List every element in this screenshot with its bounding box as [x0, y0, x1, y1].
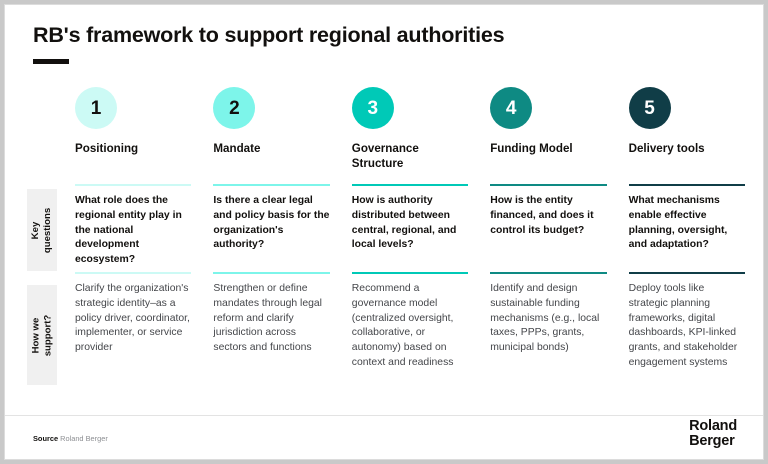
column-title: Mandate	[213, 142, 261, 155]
column-rule	[490, 184, 607, 186]
column-rule	[351, 184, 469, 186]
column-rule	[213, 184, 330, 186]
column-rule	[628, 272, 745, 274]
step-number-badge: 4	[490, 87, 533, 129]
key-question-cell: How is the entity financed, and does it …	[490, 184, 607, 262]
how-we-support-cell: Strengthen or define mandates through le…	[213, 272, 330, 356]
step-number-badge: 2	[213, 87, 256, 129]
slide-canvas: RB's framework to support regional autho…	[4, 4, 764, 460]
how-we-support-cell: Identify and design sustainable funding …	[490, 272, 607, 356]
key-question-text: What mechanisms enable effective plannin…	[628, 195, 728, 251]
row-label-how-we-support-line1: How we	[30, 317, 42, 353]
roland-berger-logo: Roland Berger	[689, 418, 737, 450]
how-we-support-text: Identify and design sustainable funding …	[490, 283, 600, 354]
key-question-cell: What role does the regional entity play …	[75, 184, 192, 265]
footer-divider	[5, 415, 763, 416]
column-rule	[628, 184, 745, 186]
step-number-badge: 5	[628, 87, 671, 129]
how-we-support-text: Clarify the organization's strategic ide…	[75, 283, 190, 354]
key-question-text: What role does the regional entity play …	[75, 195, 182, 266]
logo-line-2: Berger	[689, 433, 735, 450]
how-we-support-cell: Recommend a governance model (centralize…	[351, 272, 469, 371]
column-title: Governance Structure	[351, 142, 419, 170]
logo-line-1: Roland	[689, 418, 737, 434]
key-question-cell: What mechanisms enable effective plannin…	[628, 184, 745, 262]
how-we-support-text: Deploy tools like strategic planning fra…	[628, 283, 738, 368]
column-title: Funding Model	[490, 142, 573, 155]
source-value: Roland Berger	[60, 434, 108, 443]
column-rule	[490, 272, 607, 274]
page-title: RB's framework to support regional autho…	[33, 23, 505, 47]
row-label-key-questions: Key questions	[27, 189, 57, 271]
key-question-text: How is authority distributed between cen…	[351, 195, 457, 251]
row-label-key-questions-line1: Key	[30, 221, 42, 239]
column-rule	[351, 272, 469, 274]
column-rule	[75, 184, 192, 186]
how-we-support-cell: Clarify the organization's strategic ide…	[75, 272, 192, 356]
column-rule	[213, 272, 330, 274]
how-we-support-text: Recommend a governance model (centralize…	[351, 283, 454, 368]
key-question-text: How is the entity financed, and does it …	[490, 195, 594, 236]
column-title: Positioning	[75, 142, 139, 155]
title-accent-bar	[33, 59, 69, 64]
how-we-support-text: Strengthen or define mandates through le…	[213, 283, 322, 354]
how-we-support-cell: Deploy tools like strategic planning fra…	[628, 272, 745, 371]
row-label-how-we-support-line2: support?	[42, 314, 54, 356]
source-note: Source Roland Berger	[33, 434, 108, 443]
key-question-cell: Is there a clear legal and policy basis …	[213, 184, 330, 262]
source-label: Source	[33, 434, 59, 443]
key-question-text: Is there a clear legal and policy basis …	[213, 195, 330, 251]
row-label-key-questions-line2: questions	[42, 207, 53, 253]
column-rule	[75, 272, 192, 274]
step-number-badge: 1	[75, 87, 117, 129]
column-title: Delivery tools	[628, 142, 705, 155]
step-number-badge: 3	[351, 87, 394, 129]
key-question-cell: How is authority distributed between cen…	[351, 184, 469, 262]
row-label-how-we-support: How we support?	[27, 285, 57, 385]
